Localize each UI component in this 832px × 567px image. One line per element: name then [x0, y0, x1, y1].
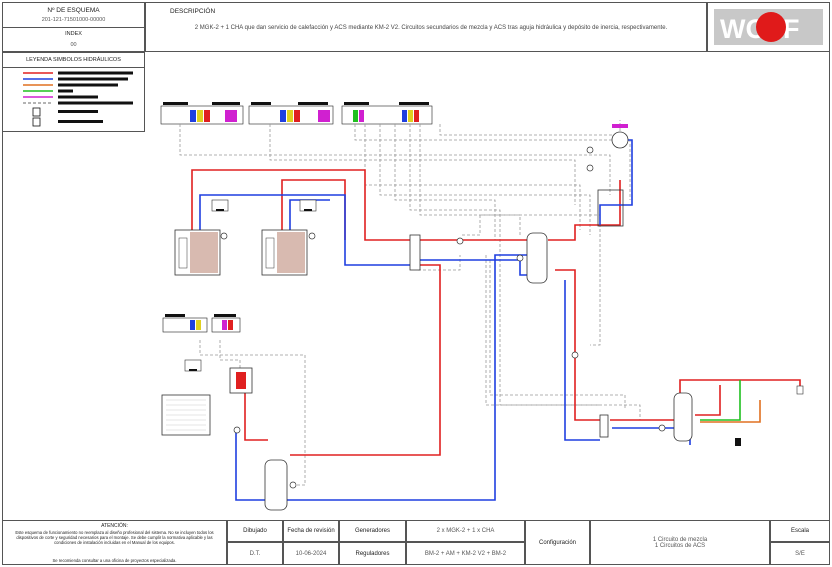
- attention-text: Este esquema de funcionamiento no reempl…: [15, 530, 214, 545]
- drawn-label: Dibujado: [227, 520, 283, 542]
- boiler-2: [261, 229, 308, 276]
- hot-pipes: [191, 169, 801, 456]
- scale-value: S/E: [770, 542, 830, 565]
- description-label: DESCRIPCIÓN: [170, 8, 216, 15]
- logo-dot: [756, 12, 786, 42]
- pumps: [220, 146, 666, 489]
- scale-label: Escala: [770, 520, 830, 542]
- tap-hot: [796, 385, 804, 395]
- description-text: 2 MGK-2 + 1 CHA que dan servicio de cale…: [194, 25, 668, 31]
- legend-symbols: [23, 71, 133, 127]
- plate-exchanger: [599, 414, 609, 438]
- tap-cold: [735, 438, 741, 446]
- legend-box: LEYENDA SIMBOLOS HIDRÁULICOS: [2, 52, 145, 132]
- scheme-label: Nº DE ESQUEMA: [47, 7, 100, 14]
- config-label: Configuración: [525, 520, 590, 565]
- mixing-group: [597, 189, 624, 227]
- emitter-sensor: [612, 124, 628, 128]
- generators-label: Generadores: [339, 520, 406, 542]
- logo-box: WOLF: [707, 2, 830, 52]
- legend-title: LEYENDA SIMBOLOS HIDRÁULICOS: [26, 57, 121, 63]
- dhw-tank: [673, 392, 693, 442]
- config-value-1: 1 Circuito de mezcla: [652, 536, 708, 543]
- heat-pump-outdoor: [161, 394, 211, 436]
- index-value: 00: [70, 42, 77, 48]
- signal-lines: [179, 120, 641, 486]
- description-box: DESCRIPCIÓN 2 MGK-2 + 1 CHA que dan serv…: [145, 2, 707, 52]
- hydraulic-separator: [409, 234, 421, 271]
- date-label: Fecha de revisión: [283, 520, 339, 542]
- config-value-2: 1 Circuitos de ACS: [654, 542, 706, 549]
- regulators: [184, 199, 317, 372]
- generators-value: 2 x MGK-2 + 1 x CHA: [406, 520, 525, 542]
- control-modules-top: [160, 102, 433, 125]
- cold-pipes: [199, 139, 691, 501]
- scheme-number-box: Nº DE ESQUEMA 201-121-71501000-00000 IND…: [2, 2, 145, 52]
- wolf-logo: WOLF: [714, 9, 823, 45]
- heat-pump-indoor: [229, 367, 253, 394]
- buffer-tank: [264, 459, 288, 511]
- dhw-pipes: [700, 380, 761, 423]
- attention-title: ATENCIÓN:: [101, 523, 128, 529]
- attention-box: ATENCIÓN: Este esquema de funcionamiento…: [2, 520, 227, 565]
- attention-note: Se recomienda consultar a una oficina de…: [52, 558, 177, 563]
- drawn-value: D.T.: [227, 542, 283, 565]
- emitter: [611, 131, 629, 149]
- config-value-box: 1 Circuito de mezcla 1 Circuitos de ACS: [590, 520, 770, 565]
- control-modules-cha: [162, 314, 241, 333]
- regulators-value: BM-2 + AM + KM-2 V2 + BM-2: [406, 542, 525, 565]
- inertia-tank: [526, 232, 548, 284]
- regulators-label: Reguladores: [339, 542, 406, 565]
- index-label: INDEX: [65, 31, 82, 37]
- date-value: 10-06-2024: [283, 542, 339, 565]
- scheme-number: 201-121-71501000-00000: [41, 17, 106, 23]
- boiler-1: [174, 229, 221, 276]
